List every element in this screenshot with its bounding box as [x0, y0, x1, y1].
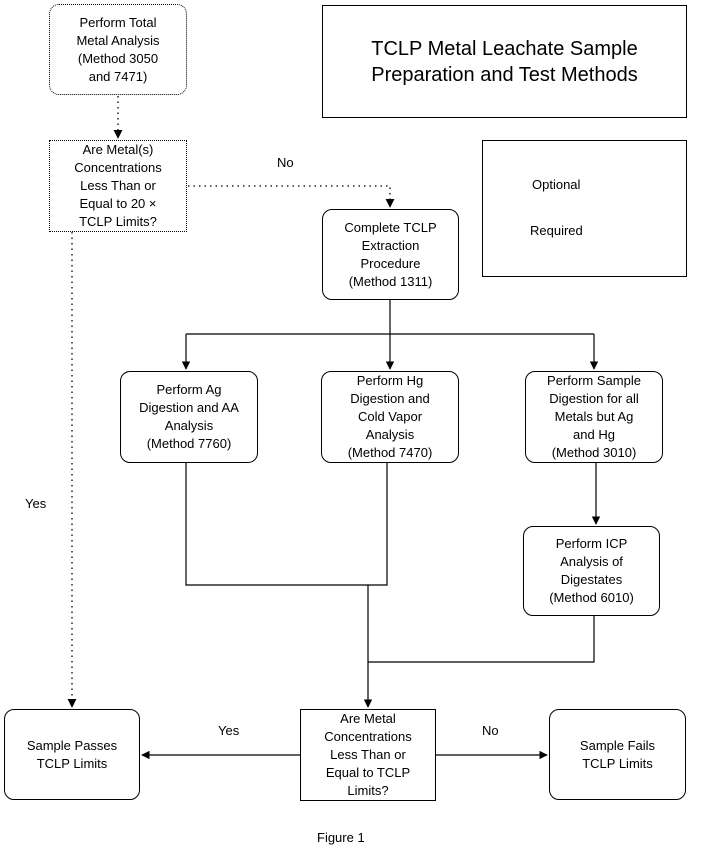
title-box: TCLP Metal Leachate Sample Preparation a… [322, 5, 687, 118]
node-line: Digestates [560, 572, 623, 587]
node-line: Perform Ag [156, 382, 222, 397]
node-line: Metal Analysis [76, 32, 160, 48]
node-line: Cold Vapor [357, 409, 423, 424]
node-ag-digestion: Perform Ag Digestion and AA Analysis (Me… [120, 371, 258, 463]
node-sample-fails: Sample Fails TCLP Limits [549, 709, 686, 800]
edge-label-no-bottom: No [482, 723, 499, 738]
node-sample-passes: Sample Passes TCLP Limits [4, 709, 140, 800]
node-line: Less Than or [330, 747, 406, 762]
node-line: Perform Total [79, 14, 157, 30]
node-line: Digestion for all [549, 391, 639, 406]
edge-icp-merge [368, 616, 595, 663]
node-line: and Hg [573, 427, 615, 442]
node-line: TCLP Limits [36, 755, 108, 771]
node-line: (Method 7470) [347, 445, 433, 460]
node-line: Are Metal(s) [82, 142, 154, 157]
node-line: Perform ICP [555, 536, 628, 551]
node-sample-digestion: Perform Sample Digestion for all Metals … [525, 371, 663, 463]
node-line: Perform Sample [547, 373, 641, 388]
node-line: (Method 7760) [146, 436, 232, 451]
node-line: Digestion and [350, 391, 430, 406]
node-hg-digestion: Perform Hg Digestion and Cold Vapor Anal… [321, 371, 459, 463]
node-line: Are Metal [340, 711, 396, 726]
node-line: Analysis [365, 427, 415, 442]
edge-label-no-top: No [277, 155, 294, 170]
node-line: TCLP Limits [582, 755, 653, 771]
node-line: (Method 3050 [77, 50, 159, 66]
node-line: Equal to TCLP [325, 765, 411, 780]
node-line: Less Than or [80, 178, 156, 193]
node-line: Digestion and AA [139, 400, 239, 415]
node-line: Complete TCLP [344, 219, 437, 235]
legend-required-label: Required [530, 223, 583, 238]
node-icp-analysis: Perform ICP Analysis of Digestates (Meth… [523, 526, 660, 616]
node-line: Analysis of [560, 554, 623, 569]
node-metal-question: Are Metal(s) Concentrations Less Than or… [49, 140, 187, 232]
node-line: Metals but Ag [554, 409, 634, 424]
edge-question-no-to-extraction [188, 185, 395, 208]
node-line: (Method 1311) [348, 273, 433, 289]
node-line: Sample Fails [579, 737, 656, 753]
node-final-question: Are Metal Concentrations Less Than or Eq… [300, 709, 436, 801]
node-line: Analysis [164, 418, 214, 433]
node-line: (Method 3010) [551, 445, 637, 460]
edge-label-yes-bottom: Yes [218, 723, 240, 738]
node-line: and 7471) [88, 68, 148, 84]
node-total-metal-analysis: Perform Total Metal Analysis (Method 305… [49, 4, 187, 95]
node-line: Procedure [360, 255, 421, 271]
node-tclp-extraction: Complete TCLP Extraction Procedure (Meth… [322, 209, 459, 300]
node-line: Extraction [361, 237, 420, 253]
node-line: Concentrations [324, 729, 412, 744]
edge-label-yes-left: Yes [25, 496, 47, 511]
node-line: Perform Hg [356, 373, 424, 388]
required-connectors [141, 230, 663, 760]
node-line: (Method 6010) [549, 590, 634, 605]
node-line: TCLP Limits? [79, 214, 157, 229]
node-line: Limits? [347, 783, 389, 798]
title-line-2: Preparation and Test Methods [371, 63, 638, 86]
edge-ag-merge [185, 462, 388, 586]
legend-optional-label: Optional [532, 177, 581, 192]
node-line: Equal to 20 × [79, 196, 157, 211]
title-line-1: TCLP Metal Leachate Sample [371, 37, 638, 60]
node-line: Concentrations [74, 160, 162, 175]
legend-box [482, 140, 687, 277]
figure-caption: Figure 1 [317, 830, 365, 845]
node-line: Sample Passes [26, 737, 118, 753]
